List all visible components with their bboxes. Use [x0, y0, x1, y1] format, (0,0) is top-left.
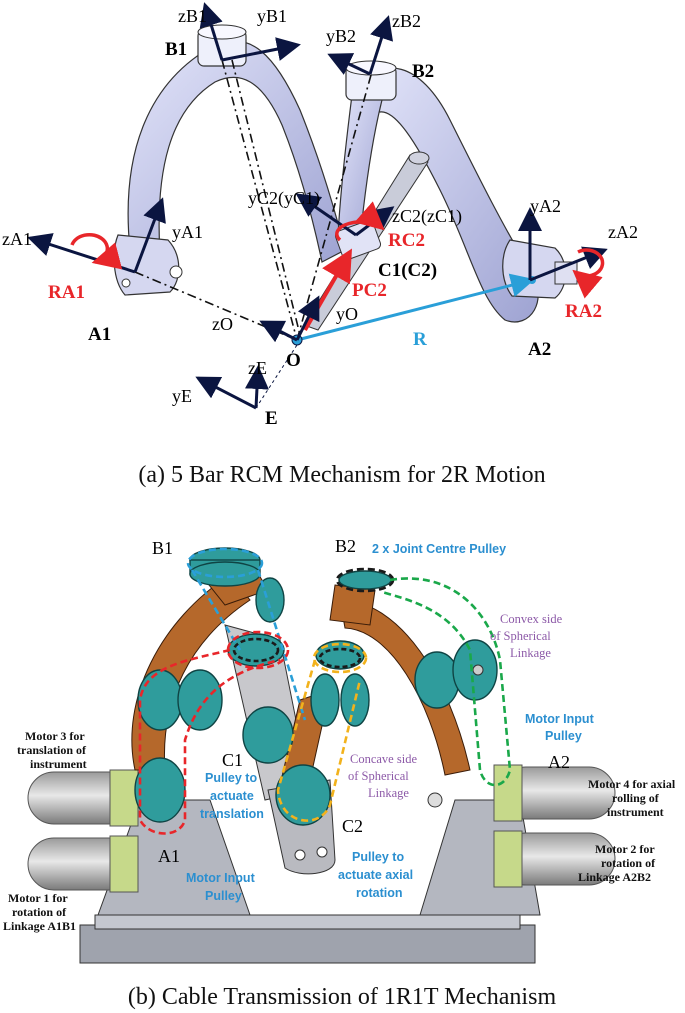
label-b2: B2 [412, 61, 434, 82]
label-motor3-2: translation of [17, 743, 87, 757]
label-b-a1: A1 [158, 846, 180, 866]
label-motor2-3: Linkage A2B2 [578, 870, 651, 884]
label-b-b1: B1 [152, 538, 173, 558]
label-motor-input-right-2: Pulley [545, 729, 582, 743]
copper-link-right [339, 599, 471, 776]
label-motor4-1: Motor 4 for axial [588, 777, 676, 791]
label-yc2-yc1: yC2(yC1) [248, 188, 320, 209]
label-b-a2: A2 [548, 752, 570, 772]
label-a2: A2 [528, 339, 551, 360]
label-r: R [413, 329, 427, 350]
label-motor-input-left-1: Motor Input [186, 871, 256, 885]
label-pulley-rotation-2: actuate axial [338, 868, 413, 882]
label-ra1: RA1 [48, 282, 85, 303]
label-za2: zA2 [608, 222, 638, 242]
label-b-c2: C2 [342, 816, 363, 836]
motors-left [27, 769, 139, 893]
label-pc2: PC2 [352, 280, 387, 301]
label-pulley-translation-1: Pulley to [205, 771, 257, 785]
pulleys [134, 547, 498, 826]
rotation-arrow-a1 [70, 232, 123, 270]
base-plate [79, 924, 536, 964]
label-yo: yO [336, 304, 358, 324]
label-b1: B1 [165, 39, 187, 60]
label-ya1: yA1 [172, 222, 203, 242]
label-zc2-zc1: zC2(zC1) [392, 206, 462, 227]
loop-red-b1 [226, 630, 290, 670]
panel-a-labels: zB1 yB1 B1 zB2 yB2 B2 yC2(yC1) zC2(zC1) … [2, 6, 638, 429]
label-motor1-2: rotation of [12, 905, 67, 919]
label-concave-1: Concave side [350, 752, 417, 766]
label-zo: zO [212, 314, 233, 334]
r-vector [296, 273, 535, 342]
label-motor-input-right-1: Motor Input [525, 712, 595, 726]
label-o: O [286, 350, 301, 371]
label-joint-centre-pulley: 2 x Joint Centre Pulley [372, 542, 506, 556]
label-convex-2: of Spherical [490, 629, 551, 643]
panel-b-labels: B1 B2 2 x Joint Centre Pulley Convex sid… [3, 536, 676, 933]
label-motor4-3: instrument [607, 805, 664, 819]
label-ze: zE [248, 358, 267, 378]
loop-yellow-c [312, 642, 368, 674]
label-motor-input-left-2: Pulley [205, 889, 242, 903]
label-za1: zA1 [2, 229, 32, 249]
label-motor4-2: rolling of [612, 791, 660, 805]
panel-b-drawing [27, 547, 616, 964]
label-motor1-1: Motor 1 for [8, 891, 68, 905]
label-pulley-rotation-3: rotation [356, 886, 403, 900]
label-b-b2: B2 [335, 536, 356, 556]
caption-a: (a) 5 Bar RCM Mechanism for 2R Motion [138, 462, 545, 488]
rotation-arrow-a2 [572, 248, 605, 299]
label-pulley-translation-2: actuate [210, 789, 254, 803]
motors-right [493, 764, 616, 888]
label-motor3-1: Motor 3 for [25, 729, 85, 743]
label-yb1: yB1 [257, 6, 287, 26]
label-c1-c2: C1(C2) [378, 260, 437, 281]
label-b-c1: C1 [222, 750, 243, 770]
label-ya2: yA2 [530, 196, 561, 216]
label-zb1: zB1 [178, 6, 207, 26]
label-pulley-rotation-1: Pulley to [352, 850, 404, 864]
label-motor2-1: Motor 2 for [595, 842, 655, 856]
label-e: E [265, 408, 278, 429]
label-ye: yE [172, 386, 192, 406]
loop-blue-b1 [186, 547, 264, 579]
label-motor3-3: instrument [30, 757, 87, 771]
label-rc2: RC2 [388, 230, 425, 251]
label-convex-1: Convex side [500, 612, 563, 626]
label-zb2: zB2 [392, 11, 421, 31]
label-pulley-translation-3: translation [200, 807, 264, 821]
panel-a-drawing [27, 2, 608, 410]
link-a1-b1 [127, 40, 346, 263]
caption-b: (b) Cable Transmission of 1R1T Mechanism [128, 984, 557, 1010]
label-motor2-2: rotation of [601, 856, 656, 870]
label-yb2: yB2 [326, 26, 356, 46]
loop-red-motor3 [138, 648, 281, 835]
label-motor1-3: Linkage A1B1 [3, 919, 76, 933]
label-ra2: RA2 [565, 301, 602, 322]
label-convex-3: Linkage [510, 646, 551, 660]
link-a2-b2 [359, 67, 539, 323]
rotation-arrow-c2 [335, 201, 385, 242]
loop-green-a2 [381, 577, 512, 787]
label-concave-2: of Spherical [348, 769, 409, 783]
label-a1: A1 [88, 324, 111, 345]
label-concave-3: Linkage [368, 786, 409, 800]
